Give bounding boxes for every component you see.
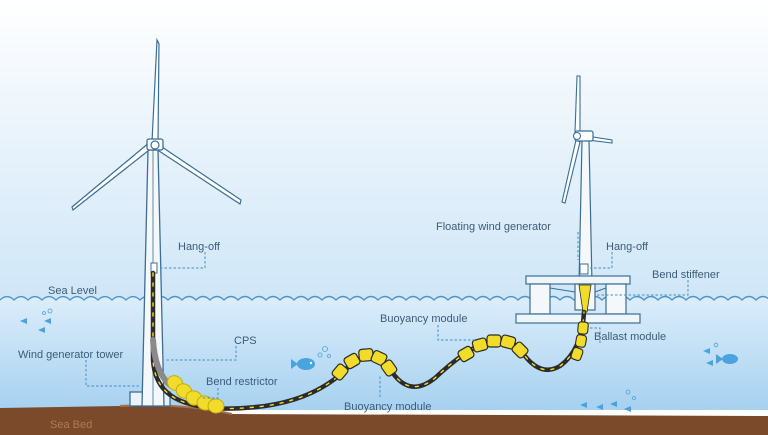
- bend-stiffener-cone: [578, 284, 592, 313]
- buoyancy-modules-arch-1: [331, 348, 398, 381]
- label-cps: CPS: [234, 335, 257, 347]
- label-sea-level: Sea Level: [48, 285, 97, 297]
- float-column-right: [605, 283, 627, 315]
- fish-icon: [291, 346, 331, 370]
- label-sea-bed: Sea Bed: [50, 419, 92, 431]
- hub-left: [150, 140, 160, 150]
- buoyancy-modules-arch-2: [457, 334, 529, 363]
- label-hang-off-left: Hang-off: [178, 241, 221, 253]
- floating-mast: [578, 139, 593, 286]
- sea-surface-waves: [0, 295, 768, 301]
- leader-lines: [85, 232, 689, 399]
- label-bend-stiffener: Bend stiffener: [652, 269, 720, 281]
- float-pontoon: [515, 313, 641, 324]
- fish-school-left-icon: [20, 308, 53, 333]
- sky: [0, 0, 768, 300]
- floating-wind-generator: [515, 75, 641, 324]
- float-column-left: [529, 283, 551, 315]
- sea-bed: [0, 405, 768, 435]
- label-ballast-module: Ballast module: [594, 331, 666, 343]
- label-buoyancy-module-bottom: Buoyancy module: [344, 401, 431, 413]
- label-buoyancy-module-top: Buoyancy module: [380, 313, 467, 325]
- label-hang-off-right: Hang-off: [606, 241, 649, 253]
- bend-restrictor-segments: [166, 375, 225, 414]
- ballast-modules: [570, 321, 589, 362]
- label-wind-generator-tower: Wind generator tower: [18, 349, 123, 361]
- hub-right: [572, 131, 582, 141]
- fish-school-right-icon: [703, 342, 738, 366]
- label-floating-wind-generator: Floating wind generator: [436, 221, 551, 233]
- label-bend-restrictor: Bend restrictor: [206, 376, 278, 388]
- hang-off-clamp-right: [579, 263, 589, 275]
- float-top-deck: [525, 275, 631, 285]
- fish-school-bottom-icon: [580, 389, 636, 412]
